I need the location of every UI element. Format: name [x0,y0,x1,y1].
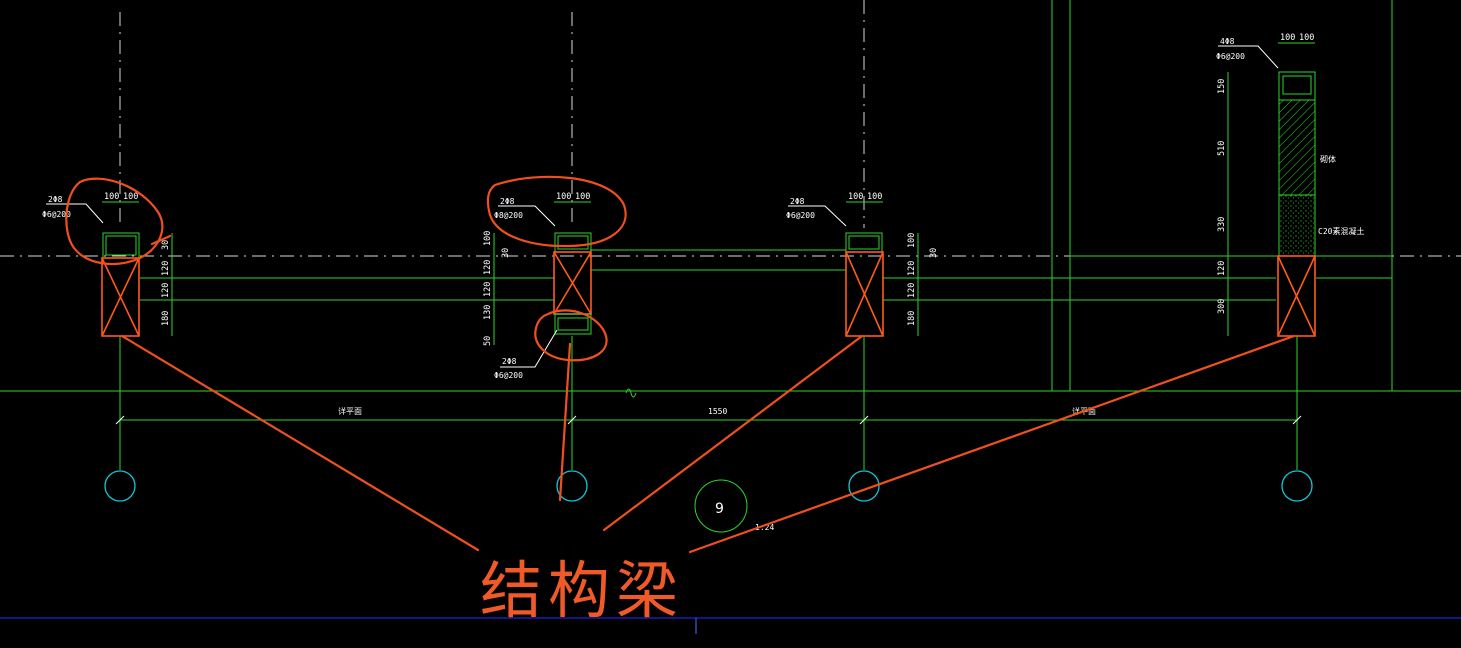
wall-lines [0,0,1461,470]
beam-3-h-4: 180 [907,311,917,326]
beam-section-4[interactable]: 100 100 4Φ8 Φ6@200 150 510 330 120 300 砌… [1216,33,1364,337]
dim-tick [115,415,125,425]
markup-pointer-2 [558,342,572,502]
beam-3-h-extra: 30 [929,248,939,258]
beam-4-stirrup: Φ6@200 [1216,52,1245,61]
beam-1-width-b: 100 [123,192,138,202]
axis-bubbles [104,470,1313,533]
beam-1-cross-b [101,257,140,337]
detail-number-circle [694,479,748,533]
beam-2-bottom-rebar: 2Φ8 [502,357,517,366]
beam-4-concrete [1278,194,1316,257]
beam-1-h-3: 120 [161,283,171,298]
markup-circle-1 [65,177,164,265]
beam-1-cap-inner [105,235,137,256]
beam-3-body [845,251,884,337]
dim-tick [1292,415,1302,425]
beam-2-leader [498,205,556,227]
beam-4-h-2: 510 [1217,141,1227,156]
beam-1-cap [102,232,140,259]
detail-number: 9 [715,501,724,517]
beam-2-cap-inner [557,235,589,250]
beam-4-width-b: 100 [1299,33,1314,43]
axis-bubble-3 [848,470,880,502]
beam-2-bottom [554,313,592,335]
beam-3-h-1: 100 [907,233,917,248]
axis-bubble-2 [556,470,588,502]
beam-2-bottom-inner [557,317,589,331]
dim-left-span: 详平面 [338,406,362,416]
axis-bubble-1 [104,470,136,502]
beam-4-concrete-label: C20素混凝土 [1318,226,1364,236]
beam-3-cross-b [845,251,884,337]
beam-2-width-a: 100 [556,192,571,202]
beam-4-width-a: 100 [1280,33,1295,43]
beam-1-h-2: 120 [161,261,171,276]
beam-2-h-1: 100 [483,231,493,246]
beam-3-stirrup: Φ6@200 [786,211,815,220]
beam-2-stirrup: Φ8@200 [494,211,523,220]
beam-2-bottom-stirrup: Φ6@200 [494,371,523,380]
beam-4-h-1: 150 [1217,79,1227,94]
markup-pointer-4 [688,334,1296,554]
dim-tick [859,415,869,425]
markup-circle-2 [486,175,627,248]
dim-middle-span: 1550 [708,407,727,416]
beam-4-cap-inner [1282,75,1312,95]
beam-1-leader [46,203,104,224]
beam-section-3[interactable]: 100 100 2Φ8 Φ6@200 100 120 120 180 30 [786,192,939,337]
beam-1-body [101,257,140,337]
beam-3-cap-inner [848,235,880,250]
beam-2-h-3: 120 [483,282,493,297]
beam-4-masonry-label: 砌体 [1320,154,1336,164]
beam-2-h-4: 130 [483,305,493,320]
annotation-structural-beam: 结构梁 [480,554,684,627]
beam-section-2[interactable]: 100 100 2Φ8 Φ8@200 2Φ8 Φ6@200 100 120 12… [483,192,592,380]
beam-4-leader [1218,45,1279,69]
beam-2-top-rebar: 2Φ8 [500,197,515,206]
markup-annotations [65,175,1296,554]
beam-2-h-5: 50 [483,336,493,346]
beam-4-h-5: 300 [1217,299,1227,314]
markup-pointer-3 [602,334,864,532]
beam-4-body [1277,255,1316,337]
beam-3-top-rebar: 2Φ8 [790,197,805,206]
beam-3-width-a: 100 [848,192,863,202]
beam-2-cross-b [553,251,592,315]
beam-section-1[interactable]: 100 100 2Φ8 Φ6@200 30 120 120 180 [42,192,173,337]
beam-3-width-b: 100 [867,192,882,202]
beam-1-top-rebar: 2Φ8 [48,195,63,204]
beam-1-width-a: 100 [104,192,119,202]
axis-lines [0,0,1461,257]
beam-1-h-4: 180 [161,311,171,326]
break-mark [625,388,637,398]
beam-4-masonry [1278,99,1316,196]
beam-3-leader [788,205,847,227]
axis-bubble-4 [1281,470,1313,502]
markup-tail-1 [150,234,172,246]
beam-2-h-2: 120 [483,260,493,275]
beam-1-h-1: 30 [161,240,171,250]
markup-pointer-1 [120,334,480,552]
beam-2-h-right: 30 [501,248,511,258]
beam-4-cross-b [1277,255,1316,337]
dim-small-label: 1.24 [755,523,774,532]
beam-2-width-b: 100 [575,192,590,202]
beam-1-stirrup: Φ6@200 [42,210,71,219]
beam-4-top-rebar: 4Φ8 [1220,37,1235,46]
beam-2-bottom-leader [500,329,558,368]
dim-tick [567,415,577,425]
beam-3-h-3: 120 [907,283,917,298]
beam-4-h-4: 120 [1217,261,1227,276]
beam-4-h-3: 330 [1217,217,1227,232]
beam-3-h-2: 120 [907,261,917,276]
